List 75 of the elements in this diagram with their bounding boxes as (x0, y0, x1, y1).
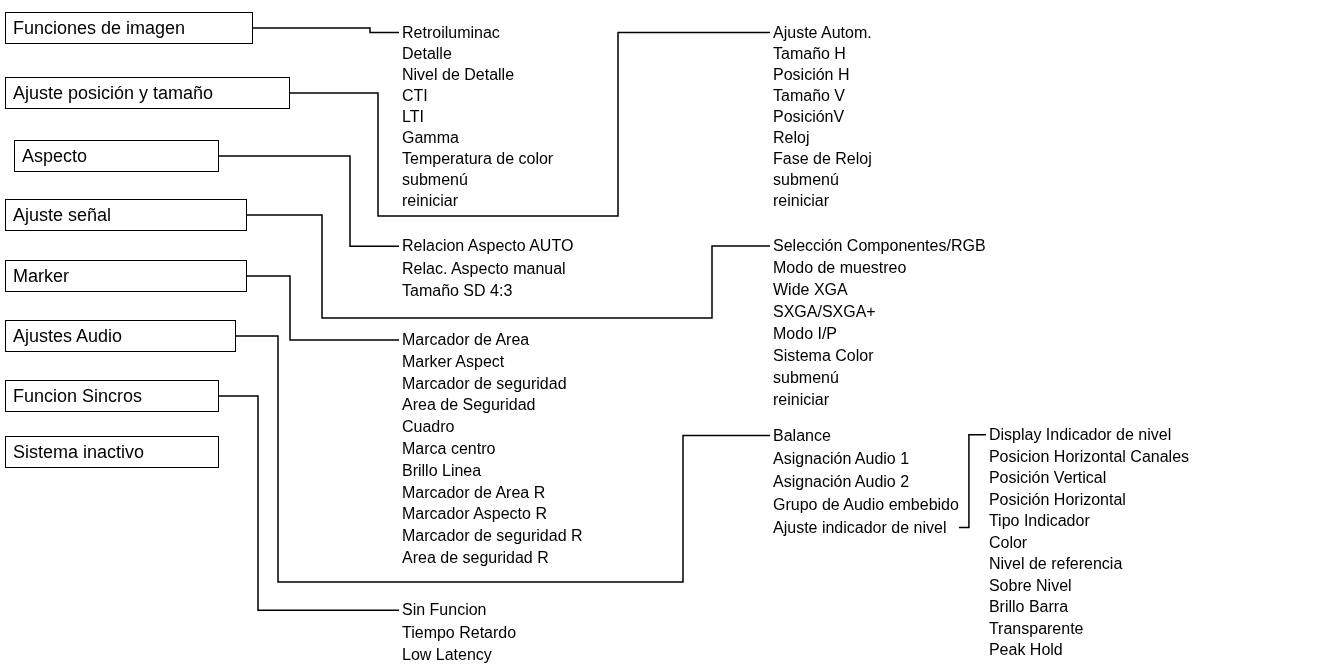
menu-item-text: reiniciar (773, 390, 830, 410)
menu-item-text: CTI (402, 86, 429, 106)
menu-item-text: Transparente (988, 618, 1085, 639)
menu-item-text: Relac. Aspecto manual (402, 258, 567, 279)
connector-line (235, 335, 771, 583)
menu-item-text: Marcador de seguridad (402, 373, 568, 394)
menu-item-text: Detalle (402, 44, 453, 64)
menu-box: Marker (5, 260, 247, 292)
menu-box: Sistema inactivo (5, 436, 219, 468)
menu-item-text: Cuadro (402, 417, 456, 438)
connector-line (218, 395, 400, 611)
menu-item-text: Marcador Aspecto R (402, 504, 548, 525)
menu-item-text: Relacion Aspecto AUTO (402, 236, 574, 256)
menu-item-text: Posicion Horizontal Canales (988, 446, 1190, 467)
connector-line (218, 155, 400, 247)
menu-item-text: Modo I/P (773, 324, 839, 344)
menu-item-text: Balance (773, 426, 832, 446)
menu-item-text: Sin Funcion (402, 600, 488, 620)
menu-item-text: Color (988, 532, 1029, 553)
menu-item-text: Tamaño V (773, 86, 847, 106)
menu-item-text: reiniciar (402, 191, 459, 211)
menu-box: Funciones de imagen (5, 12, 253, 44)
connector-line (252, 27, 400, 34)
menu-item-text: Grupo de Audio embebido (773, 495, 959, 515)
menu-item-text: Ajuste Autom. (773, 23, 872, 43)
menu-item-text: Ajuste indicador de nivel (773, 518, 948, 538)
menu-item-text: Tamaño SD 4:3 (402, 281, 514, 301)
menu-item-text: Nivel de referencia (988, 554, 1124, 574)
menu-item-text: Marcador de Area R (402, 482, 547, 503)
menu-box: Ajuste señal (5, 199, 247, 231)
menu-item-text: Marcador de seguridad R (402, 526, 583, 547)
menu-item-text: Reloj (773, 128, 811, 148)
connector-line (246, 214, 771, 319)
menu-item-text: Gamma (402, 128, 460, 148)
menu-item-text: Wide XGA (773, 280, 849, 300)
menu-item-text: Marca centro (402, 439, 497, 459)
menu-item-text: submenú (773, 170, 840, 190)
connector-line (289, 31, 771, 217)
menu-item-text: Asignación Audio 2 (773, 472, 911, 492)
menu-item-text: Tiempo Retardo (402, 622, 517, 643)
menu-item-text: Brillo Linea (402, 460, 483, 481)
menu-item-text: Peak Hold (988, 640, 1064, 660)
menu-item-text: submenú (773, 368, 840, 388)
connector-line (958, 434, 987, 529)
menu-box: Funcion Sincros (5, 380, 219, 412)
menu-item-text: Fase de Reloj (773, 149, 872, 169)
menu-item-text: Retroiluminac (402, 23, 501, 43)
menu-item-text: Low Latency (402, 645, 493, 664)
menu-item-text: Posición Vertical (988, 468, 1108, 488)
menu-item-text: Brillo Barra (988, 597, 1070, 617)
menu-item-text: Tipo Indicador (988, 511, 1091, 531)
menu-item-text: reiniciar (773, 191, 830, 211)
menu-box: Aspecto (14, 140, 219, 172)
menu-item-text: Nivel de Detalle (402, 65, 516, 85)
menu-item-text: Temperatura de color (402, 149, 554, 169)
menu-item-text: Tamaño H (773, 44, 847, 64)
menu-item-text: Modo de muestreo (773, 258, 908, 278)
menu-item-text: Sobre Nivel (988, 575, 1073, 596)
menu-item-text: Selección Componentes/RGB (773, 236, 986, 256)
menu-item-text: Posición Horizontal (988, 489, 1127, 510)
menu-item-text: Area de Seguridad (402, 395, 537, 416)
menu-box: Ajustes Audio (5, 320, 236, 352)
menu-item-text: Marcador de Area (402, 330, 531, 350)
menu-item-text: Display Indicador de nivel (988, 425, 1173, 445)
menu-item-text: submenú (402, 170, 469, 190)
menu-item-text: Area de seguridad R (402, 547, 550, 568)
menu-item-text: Posición H (773, 65, 851, 85)
menu-item-text: Sistema Color (773, 346, 875, 366)
menu-item-text: LTI (402, 107, 425, 127)
menu-box: Ajuste posición y tamaño (5, 77, 290, 109)
connector-line (246, 275, 400, 341)
menu-item-text: SXGA/SXGA+ (773, 302, 877, 322)
menu-item-text: PosiciónV (773, 107, 846, 127)
menu-item-text: Asignación Audio 1 (773, 449, 911, 469)
menu-item-text: Marker Aspect (402, 351, 506, 372)
